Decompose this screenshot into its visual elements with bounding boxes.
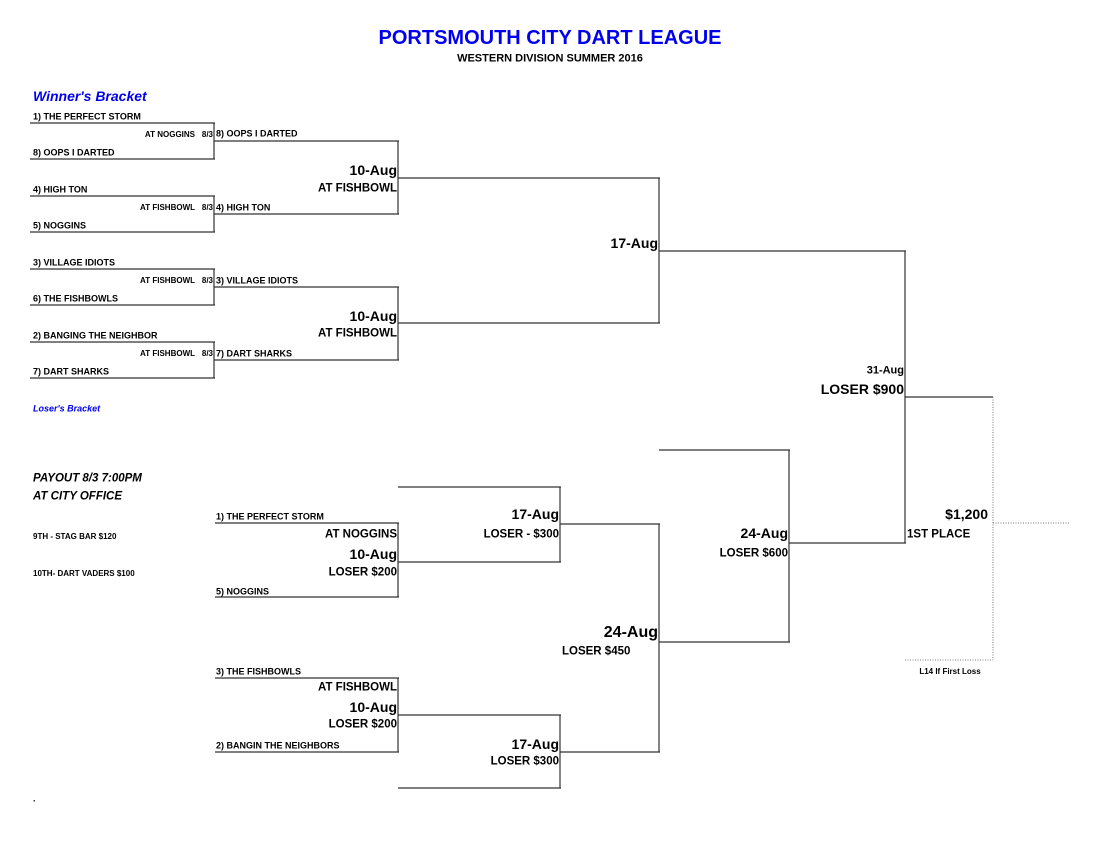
match-venue: AT FISHBOWL	[318, 182, 397, 195]
match-date: 17-Aug	[610, 235, 658, 251]
team-slot: 2) BANGIN THE NEIGHBORS	[216, 740, 340, 751]
match-date: 10-Aug	[349, 699, 397, 715]
match-date: 24-Aug	[603, 624, 658, 641]
loser-payout: LOSER $900	[820, 381, 904, 397]
loser-payout: LOSER $450	[562, 645, 631, 658]
match-date: 10-Aug	[349, 546, 397, 562]
ninth-place-payout: 9TH - STAG BAR $120	[33, 532, 117, 541]
match-date: 17-Aug	[511, 506, 559, 522]
team-slot: 4) HIGH TON	[216, 202, 271, 213]
payout-info: PAYOUT 8/3 7:00PM	[33, 472, 142, 485]
winners-bracket-heading: Winner's Bracket	[33, 88, 147, 104]
match-date: 8/3	[201, 349, 213, 358]
team-slot: 6) THE FISHBOWLS	[33, 293, 118, 304]
match-venue: AT NOGGINS	[325, 528, 397, 541]
team-slot: 1) THE PERFECT STORM	[33, 111, 141, 122]
match-date: 31-Aug	[866, 364, 904, 377]
team-slot: 3) THE FISHBOWLS	[216, 666, 301, 677]
team-slot: 5) NOGGINS	[216, 586, 270, 597]
loser-payout: LOSER $300	[490, 755, 559, 768]
loser-payout: LOSER $200	[328, 566, 397, 579]
first-place-label: 1ST PLACE	[907, 528, 971, 541]
match-venue: AT FISHBOWL	[140, 349, 195, 358]
team-slot: 2) BANGING THE NEIGHBOR	[33, 330, 158, 341]
match-date: 10-Aug	[349, 162, 397, 178]
page-title: PORTSMOUTH CITY DART LEAGUE	[378, 27, 722, 49]
match-venue: AT FISHBOWL	[140, 276, 195, 285]
team-slot: 1) THE PERFECT STORM	[216, 511, 324, 522]
if-necessary-note: L14 If First Loss	[919, 667, 981, 676]
first-place-prize: $1,200	[945, 506, 988, 522]
match-date: 8/3	[201, 203, 213, 212]
match-date: 8/3	[201, 130, 213, 139]
match-venue: AT FISHBOWL	[318, 327, 397, 340]
match-venue: AT FISHBOWL	[140, 203, 195, 212]
tenth-place-payout: 10TH- DART VADERS $100	[33, 569, 135, 578]
page-subtitle: WESTERN DIVISION SUMMER 2016	[457, 52, 643, 65]
team-slot: 7) DART SHARKS	[216, 348, 293, 359]
match-date: 17-Aug	[511, 736, 559, 752]
loser-payout: LOSER - $300	[483, 528, 559, 541]
losers-bracket-heading: Loser's Bracket	[33, 403, 101, 414]
team-slot: 4) HIGH TON	[33, 184, 88, 195]
team-slot: 3) VILLAGE IDIOTS	[33, 257, 116, 268]
payout-location: AT CITY OFFICE	[33, 490, 123, 503]
team-slot: 7) DART SHARKS	[33, 366, 110, 377]
loser-payout: LOSER $600	[719, 547, 788, 560]
team-slot: 5) NOGGINS	[33, 220, 87, 231]
match-venue: AT NOGGINS	[144, 130, 195, 139]
match-date: 8/3	[201, 276, 213, 285]
loser-payout: LOSER $200	[328, 718, 397, 731]
footer-mark: .	[33, 793, 36, 804]
team-slot: 8) OOPS I DARTED	[33, 147, 115, 158]
team-slot: 8) OOPS I DARTED	[216, 128, 298, 139]
match-date: 24-Aug	[740, 525, 788, 541]
match-venue: AT FISHBOWL	[318, 681, 397, 694]
team-slot: 3) VILLAGE IDIOTS	[216, 275, 299, 286]
match-date: 10-Aug	[349, 308, 397, 324]
